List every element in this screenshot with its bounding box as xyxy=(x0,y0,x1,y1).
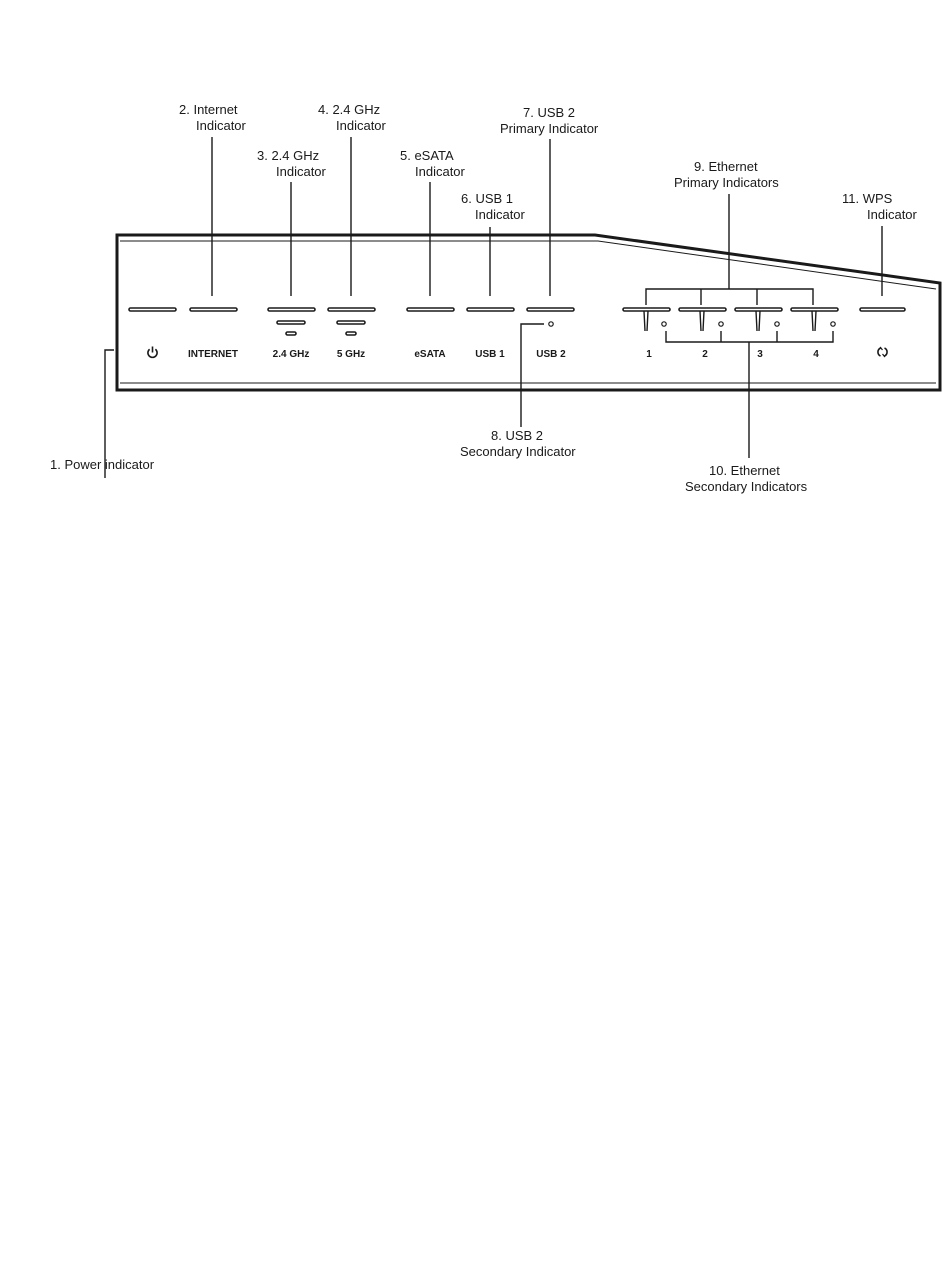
wps-led xyxy=(859,307,906,312)
eth1-secondary-led xyxy=(661,321,667,327)
panel-label-usb2: USB 2 xyxy=(536,349,566,360)
callout-esata: 5. eSATA Indicator xyxy=(400,148,466,179)
callouts: 1. Power indicator 2. Internet Indicator… xyxy=(50,102,918,494)
panel-label-eth2: 2 xyxy=(702,349,708,360)
wifi5-led-mid xyxy=(336,320,366,325)
panel-label-eth3: 3 xyxy=(757,349,763,360)
power-icon xyxy=(147,346,158,359)
panel-label-esata: eSATA xyxy=(414,349,445,360)
eth2-secondary-led xyxy=(718,321,724,327)
callout-5ghz: 4. 2.4 GHz Indicator xyxy=(318,102,387,133)
power-led xyxy=(128,307,177,312)
callout-ethernet-secondary: 10. Ethernet Secondary Indicators xyxy=(685,463,808,494)
eth2-led xyxy=(678,307,727,332)
panel-label-eth4: 4 xyxy=(813,349,819,360)
wifi24-led-mid xyxy=(276,320,306,325)
internet-led xyxy=(189,307,238,312)
leader-lines xyxy=(104,137,883,478)
wifi24-led xyxy=(267,307,316,312)
panel-label-internet: INTERNET xyxy=(188,349,238,360)
panel-label-usb1: USB 1 xyxy=(475,349,505,360)
callout-usb1: 6. USB 1 Indicator xyxy=(461,191,526,222)
callout-ethernet-primary: 9. Ethernet Primary Indicators xyxy=(674,159,779,190)
callout-wps: 11. WPS Indicator xyxy=(842,191,918,222)
wps-icon xyxy=(877,346,888,358)
eth4-led xyxy=(790,307,839,332)
eth1-led xyxy=(622,307,671,332)
eth4-secondary-led xyxy=(830,321,836,327)
esata-led xyxy=(406,307,455,312)
usb2-secondary-led xyxy=(548,321,554,327)
usb1-led xyxy=(466,307,515,312)
eth3-led xyxy=(734,307,783,332)
router-body xyxy=(115,233,942,392)
panel-label-2-4ghz: 2.4 GHz xyxy=(273,349,310,360)
panel-label-eth1: 1 xyxy=(646,349,652,360)
eth3-secondary-led xyxy=(774,321,780,327)
wifi5-led-small xyxy=(345,331,357,336)
usb2-primary-led xyxy=(526,307,575,312)
wifi24-led-small xyxy=(285,331,297,336)
wifi5-led xyxy=(327,307,376,312)
callout-usb2-secondary: 8. USB 2 Secondary Indicator xyxy=(460,428,576,459)
panel-labels: INTERNET 2.4 GHz 5 GHz eSATA USB 1 USB 2… xyxy=(147,346,888,360)
indicator-leds xyxy=(128,307,906,336)
callout-power: 1. Power indicator xyxy=(50,457,155,472)
callout-usb2-primary: 7. USB 2 Primary Indicator xyxy=(500,105,599,136)
callout-internet: 2. Internet Indicator xyxy=(179,102,247,133)
panel-label-5ghz: 5 GHz xyxy=(337,349,365,360)
callout-2-4ghz: 3. 2.4 GHz Indicator xyxy=(257,148,327,179)
